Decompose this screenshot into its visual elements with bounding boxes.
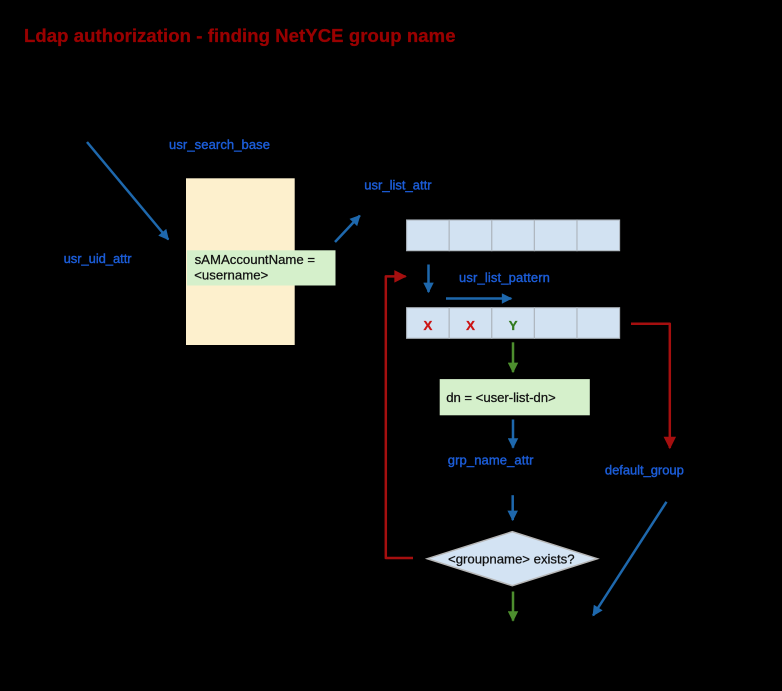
svg-text:sAMAccountName =: sAMAccountName =	[195, 252, 316, 267]
svg-text:<username>: <username>	[194, 267, 268, 282]
svg-text:usr_search_base: usr_search_base	[169, 137, 270, 152]
svg-text:usr_list_attr: usr_list_attr	[364, 177, 432, 192]
svg-text:Ldap authorization - finding N: Ldap authorization - finding NetYCE grou…	[24, 25, 456, 46]
svg-text:dn = <user-list-dn>: dn = <user-list-dn>	[446, 390, 556, 405]
svg-text:Y: Y	[509, 318, 518, 333]
svg-text:usr_uid_attr: usr_uid_attr	[64, 251, 133, 266]
svg-text:default_group: default_group	[605, 462, 684, 477]
svg-text:<groupname> exists?: <groupname> exists?	[448, 551, 575, 566]
svg-text:X: X	[424, 318, 433, 333]
svg-text:X: X	[466, 318, 475, 333]
svg-text:usr_list_pattern: usr_list_pattern	[459, 270, 550, 285]
svg-text:grp_name_attr: grp_name_attr	[448, 452, 534, 467]
